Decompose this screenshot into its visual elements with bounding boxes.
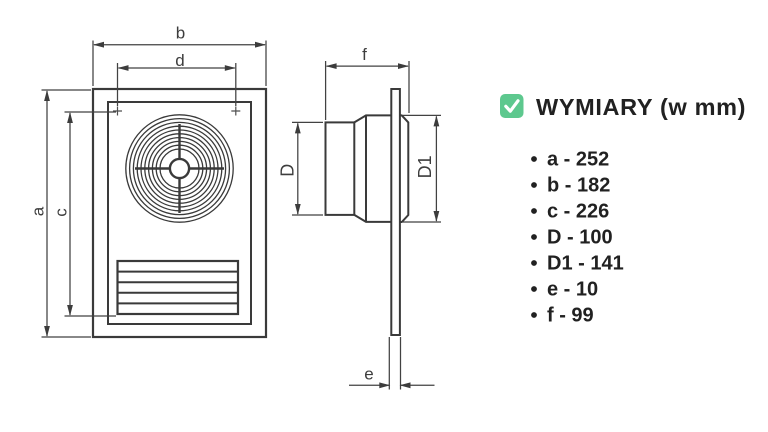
svg-text:f: f — [362, 45, 367, 64]
svg-text:D1: D1 — [415, 155, 435, 178]
svg-text:c - 226: c - 226 — [547, 200, 609, 222]
svg-text:WYMIARY (w mm): WYMIARY (w mm) — [536, 94, 746, 120]
svg-text:D: D — [278, 164, 298, 177]
svg-text:b: b — [176, 24, 185, 43]
svg-text:d: d — [175, 51, 184, 70]
svg-text:e: e — [364, 365, 373, 384]
svg-text:b - 182: b - 182 — [547, 175, 610, 197]
svg-text:a: a — [28, 206, 47, 216]
svg-text:f - 99: f - 99 — [547, 304, 594, 326]
svg-text:e - 10: e - 10 — [547, 278, 598, 300]
svg-text:c: c — [51, 208, 70, 217]
svg-text:D1 - 141: D1 - 141 — [547, 252, 624, 274]
svg-text:a - 252: a - 252 — [547, 149, 609, 171]
svg-text:D - 100: D - 100 — [547, 226, 613, 248]
